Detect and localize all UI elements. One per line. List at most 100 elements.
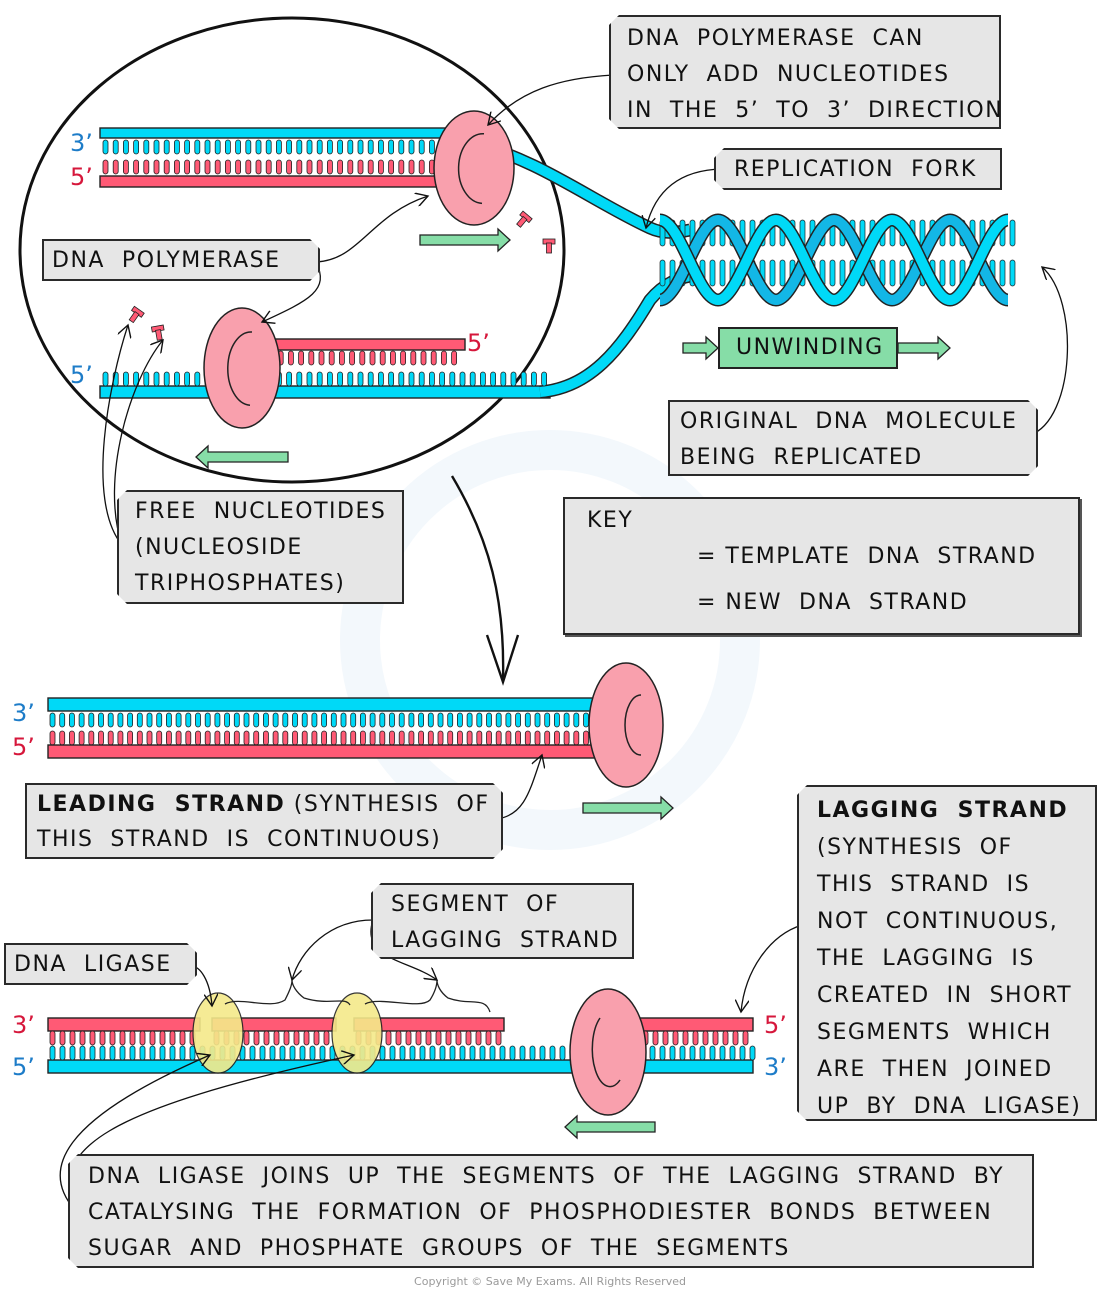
lagging-template-base — [279, 1045, 286, 1061]
lagging-dna-polymerase — [569, 988, 647, 1116]
leading-template-base — [195, 712, 201, 728]
leading-template-base — [563, 712, 570, 728]
helix-base-bottom — [949, 259, 956, 287]
bottom-template-base — [194, 371, 201, 387]
helix-base-bottom — [779, 259, 786, 287]
segment-brace — [364, 979, 491, 1013]
lagging-template-base — [79, 1045, 86, 1061]
leading-new-base — [486, 730, 492, 746]
leading-new-base — [573, 730, 580, 746]
bottom-template-base — [316, 371, 323, 387]
callout-line: (SYNTHESIS OF — [817, 835, 1013, 860]
callout-line: NOT CONTINUOUS, — [817, 909, 1059, 934]
top-template-base — [245, 139, 252, 155]
leading-template-base — [505, 712, 512, 728]
bottom-synthesis-direction-arrow — [195, 444, 289, 470]
bottom-template-base — [428, 371, 435, 387]
top-template-base — [377, 139, 384, 155]
top-template-base — [163, 139, 170, 155]
watermark-logo — [340, 430, 760, 850]
leading-new-base — [69, 730, 75, 746]
lagging-template-base — [559, 1045, 566, 1061]
lagging-template-base — [669, 1045, 676, 1061]
leading-new-base — [583, 730, 589, 746]
leading-new-base — [214, 730, 221, 746]
top-new-base — [367, 159, 374, 175]
top-template-base — [204, 139, 211, 155]
segment-callout: SEGMENT OF LAGGING STRAND — [371, 883, 634, 959]
lagging-template-base — [59, 1045, 66, 1061]
callout-line: (SYNTHESIS OF — [285, 792, 490, 817]
bottom-new-base — [440, 350, 447, 366]
callout-line: THE LAGGING IS — [817, 946, 1035, 971]
helix-base-bottom — [1009, 259, 1016, 287]
lagging-template-base — [439, 1045, 446, 1061]
lagging-new-segment-base — [662, 1030, 669, 1046]
lagging-template-base — [99, 1045, 106, 1061]
lagging-template-base — [409, 1045, 416, 1061]
top-template-base — [367, 139, 374, 155]
callout-line: CREATED IN SHORT — [817, 983, 1073, 1008]
lagging-template-base — [429, 1045, 436, 1061]
lagging-template-base — [689, 1045, 696, 1061]
leading-dna-polymerase — [588, 662, 664, 788]
top-new-base — [306, 159, 313, 175]
leading-template-base — [544, 712, 551, 728]
leading-new-base — [466, 730, 473, 746]
key-legend: KEY = TEMPLATE DNA STRAND = NEW DNA STRA… — [563, 497, 1080, 635]
lagging-template-base — [739, 1045, 746, 1061]
top-new-base — [123, 159, 129, 175]
top-template-base — [224, 139, 231, 155]
bottom-template-base — [326, 371, 333, 387]
lagging-new-3prime-label: 3’ — [12, 1011, 35, 1039]
top-new-backbone — [99, 175, 451, 188]
lagging-template-base — [469, 1045, 476, 1061]
bottom-dna-polymerase — [203, 307, 281, 429]
leading-template-base — [311, 712, 318, 728]
lagging-new-segment-backbone — [639, 1017, 754, 1032]
bottom-new-base — [410, 350, 417, 366]
polymerase-direction-callout: DNA POLYMERASE CAN ONLY ADD NUCLEOTIDES … — [609, 15, 1001, 129]
leading-template-base — [466, 712, 473, 728]
callout-pointer-line — [315, 196, 428, 263]
callout-pointer-line — [1029, 267, 1069, 436]
leading-new-base — [49, 730, 56, 746]
lagging-template-base — [709, 1045, 716, 1061]
top-synthesis-direction-arrow — [419, 227, 511, 253]
top-template-base — [214, 139, 221, 155]
helix-base-top — [1009, 219, 1016, 247]
top-template-base — [153, 139, 160, 155]
lagging-new-segment-base — [672, 1030, 679, 1046]
leading-new-base — [534, 730, 541, 746]
leading-new-base — [398, 730, 405, 746]
bottom-new-base — [308, 350, 315, 366]
lagging-template-base — [459, 1045, 466, 1061]
free-nucleotide-stem — [128, 311, 140, 324]
bottom-template-base — [541, 371, 547, 387]
leading-template-base — [146, 712, 153, 728]
leading-template-base — [59, 712, 66, 728]
bottom-new-base — [400, 350, 407, 366]
leading-new-base — [321, 730, 328, 746]
leading-template-base — [262, 712, 269, 728]
leading-new-base — [301, 730, 308, 746]
helix-front-strand — [658, 214, 1010, 306]
lagging-new-segment-base — [682, 1030, 689, 1046]
top-template-base — [296, 139, 303, 155]
lagging-template-base — [479, 1045, 486, 1061]
leading-template-backbone — [47, 697, 609, 712]
bottom-template-base — [337, 371, 344, 387]
leading-new-base — [195, 730, 201, 746]
leading-template-base — [476, 712, 483, 728]
top-template-base — [194, 139, 201, 155]
bottom-template-base — [439, 371, 446, 387]
callout-text: DNA POLYMERASE — [52, 248, 281, 273]
bottom-template-base — [388, 371, 395, 387]
top-template-base — [133, 139, 140, 155]
segment-brace — [224, 979, 351, 1006]
lagging-template-base — [549, 1045, 556, 1061]
leading-new-base — [146, 730, 153, 746]
lagging-new-segment-base — [712, 1030, 719, 1046]
top-template-base — [143, 139, 150, 155]
